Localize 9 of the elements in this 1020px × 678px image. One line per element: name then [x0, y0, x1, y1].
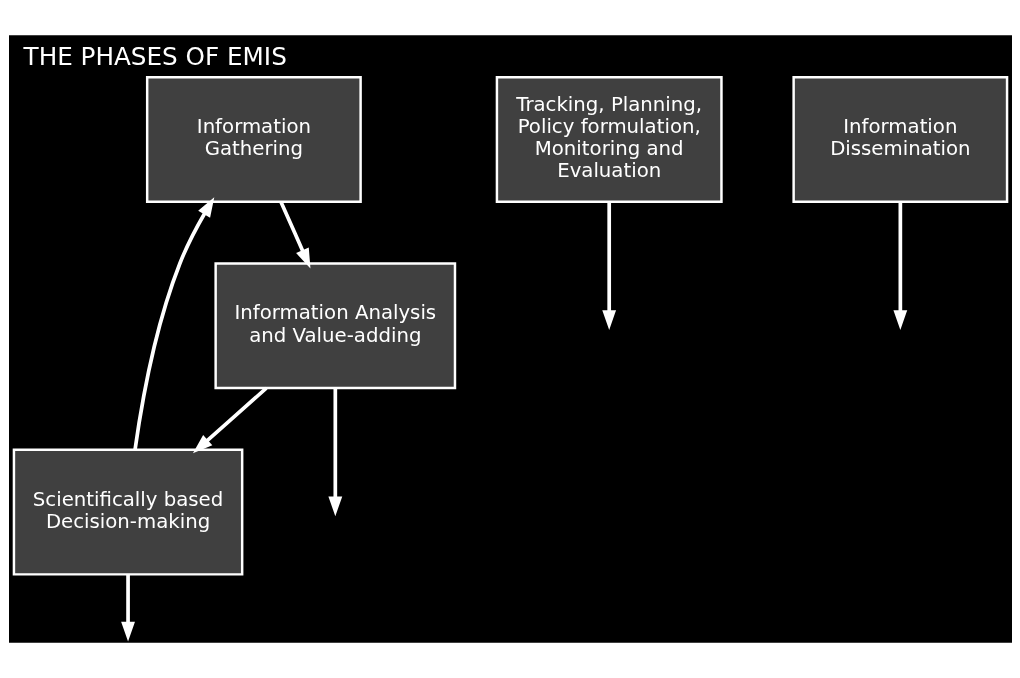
arrow: [278, 201, 310, 269]
arrow: [132, 197, 214, 450]
node-box: Scientifically based Decision-making: [12, 448, 243, 576]
node-box: Information Gathering: [145, 75, 362, 204]
arrow: [192, 386, 268, 454]
node-box: Tracking, Planning, Policy formulation, Monitoring and Evaluation: [495, 75, 723, 204]
diagram-title: THE PHASES OF EMIS: [23, 41, 287, 71]
node-box: Information Dissemination: [791, 75, 1008, 204]
node-box: Information Analysis and Value-adding: [213, 262, 456, 390]
